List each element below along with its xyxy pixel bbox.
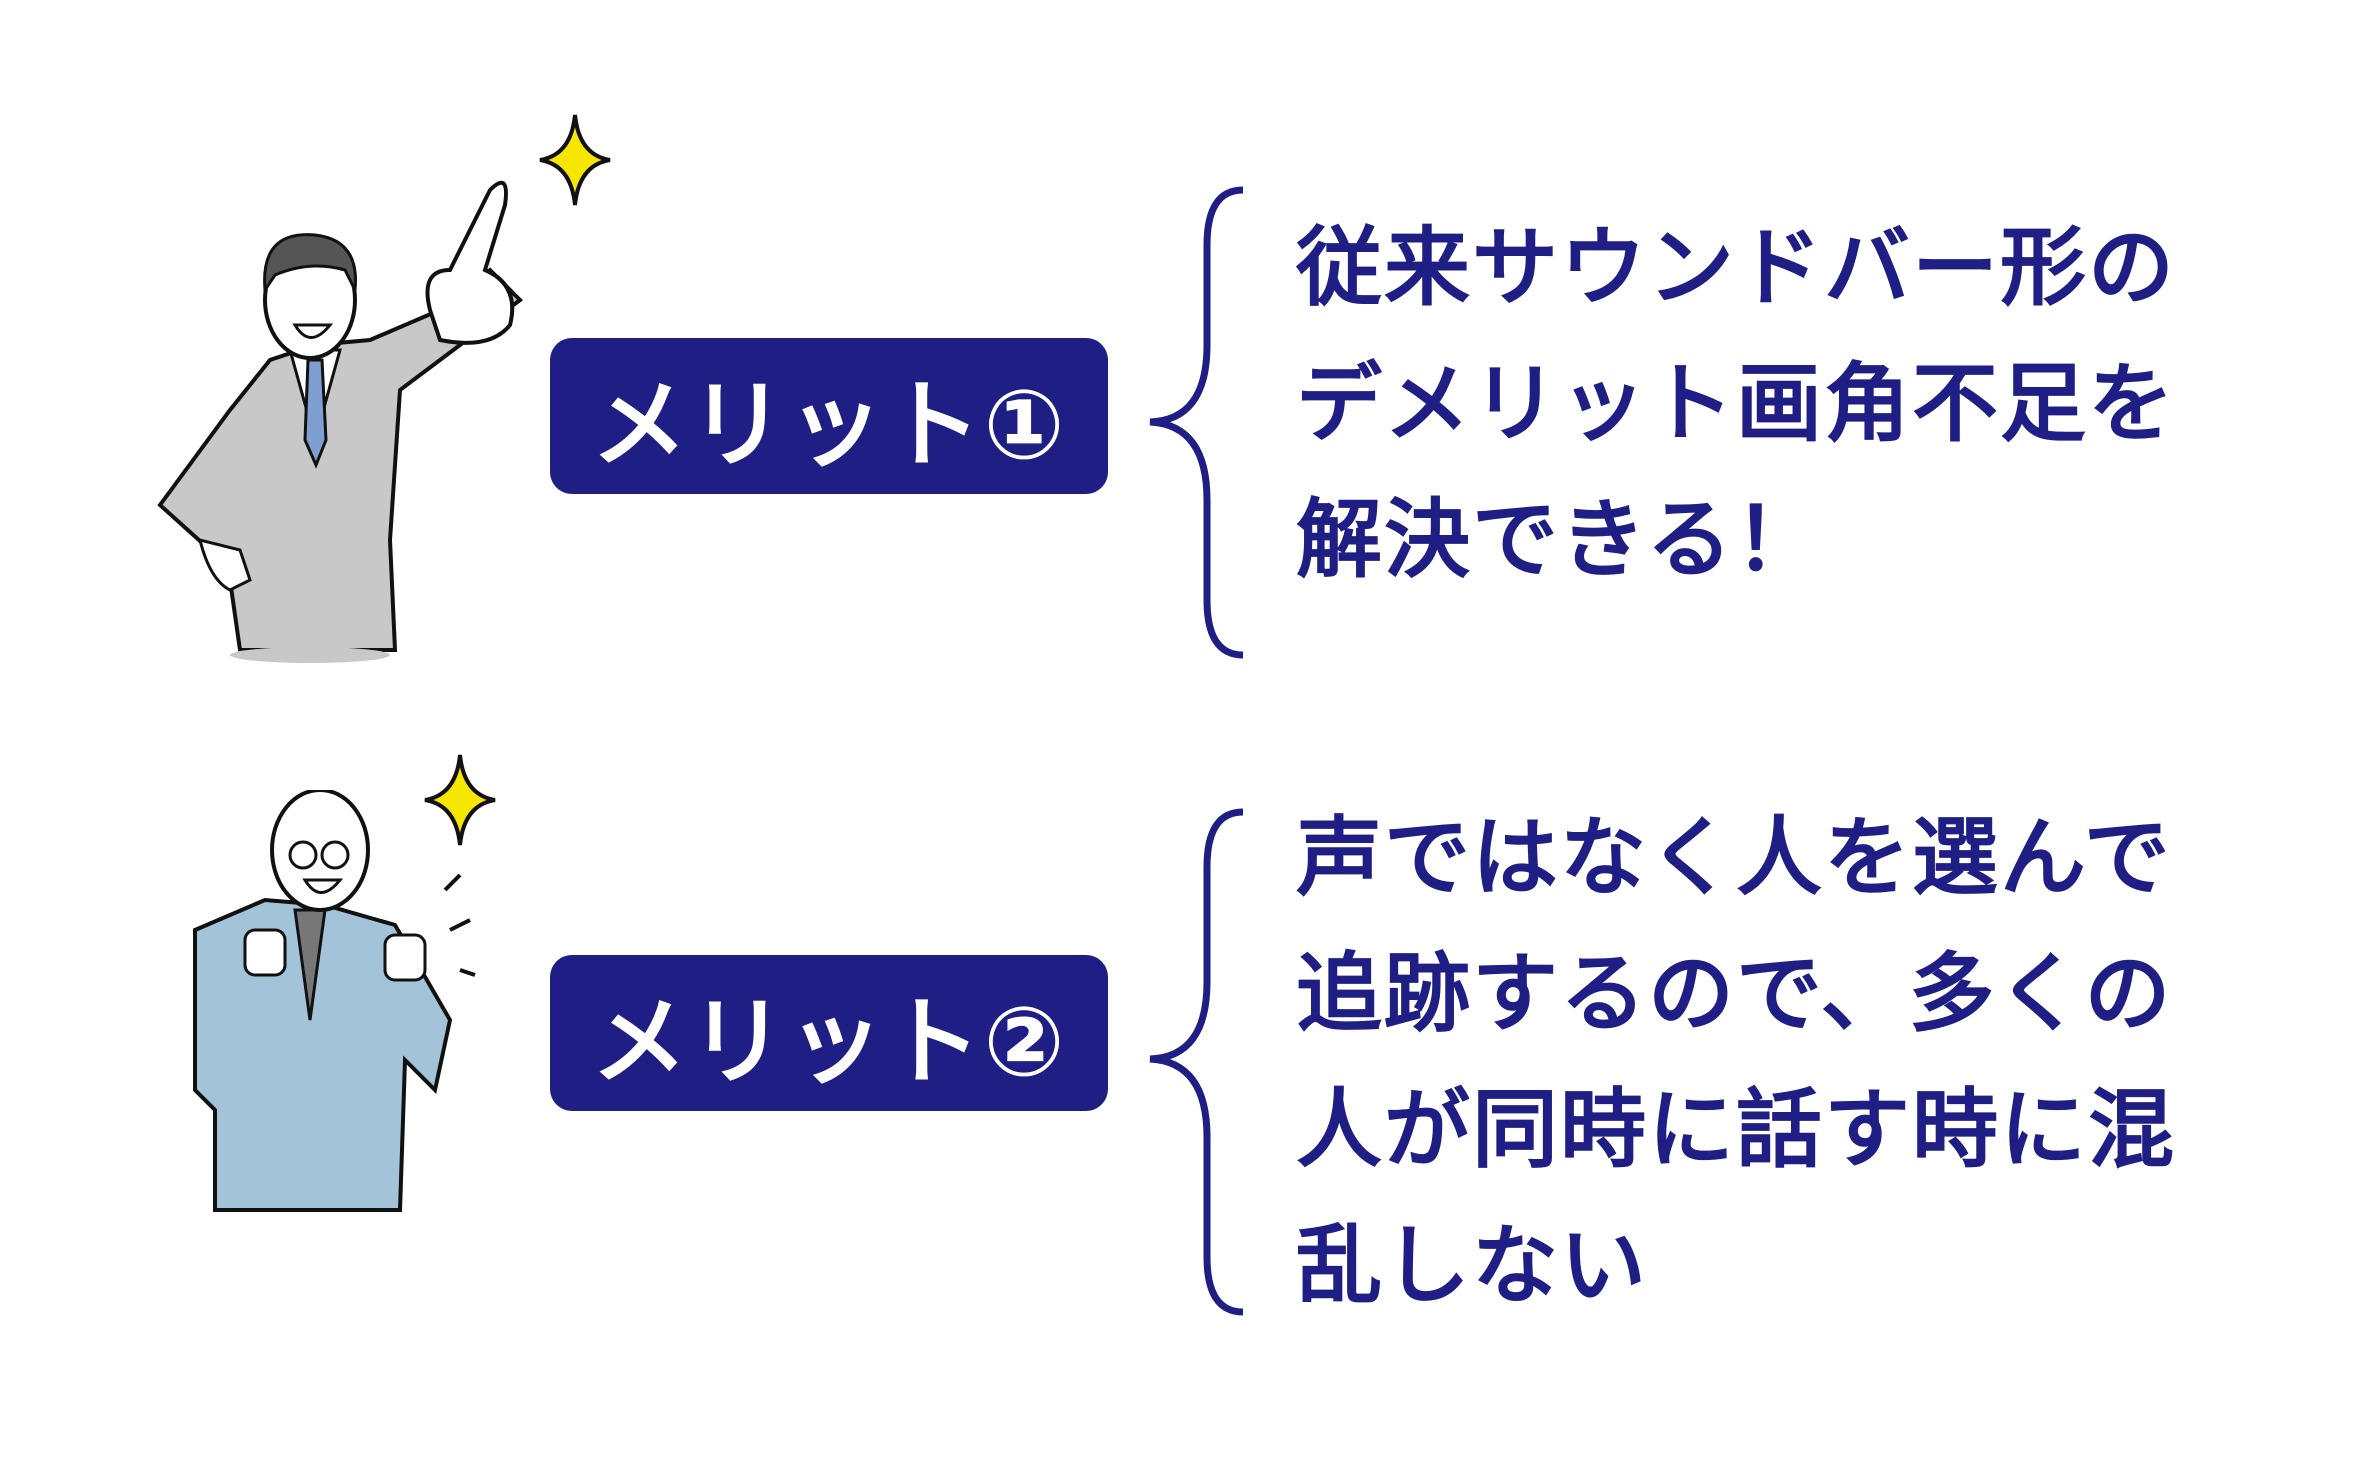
description-line: 声ではなく人を選んで <box>1296 808 2172 908</box>
description-line: 乱しない <box>1296 1216 1648 1316</box>
sparkle-icon <box>539 114 611 206</box>
merit-1-badge-label: メリット① <box>591 368 1067 481</box>
cheering-man-illustration <box>193 790 476 1212</box>
merit-2-badge-label: メリット② <box>591 985 1067 1098</box>
description-line: デメリット画角不足を <box>1296 354 2176 454</box>
pointing-businessman-illustration <box>157 180 524 663</box>
merit-2-badge: メリット② <box>550 955 1108 1111</box>
sparkle-icon <box>424 754 496 846</box>
curly-brace-icon <box>1149 808 1244 1316</box>
description-line: 従来サウンドバー形の <box>1296 218 2176 318</box>
description-line: 追跡するので、多くの <box>1296 944 2173 1044</box>
merit-1-description: 従来サウンドバー形の デメリット画角不足を 解決できる！ <box>1296 200 2176 608</box>
curly-brace-icon <box>1149 186 1244 659</box>
description-line: 解決できる！ <box>1296 490 1823 590</box>
merit-1-badge: メリット① <box>550 338 1108 494</box>
description-line: 人が同時に話す時に混 <box>1296 1080 2176 1180</box>
merit-2-description: 声ではなく人を選んで 追跡するので、多くの 人が同時に話す時に混 乱しない <box>1296 790 2176 1334</box>
